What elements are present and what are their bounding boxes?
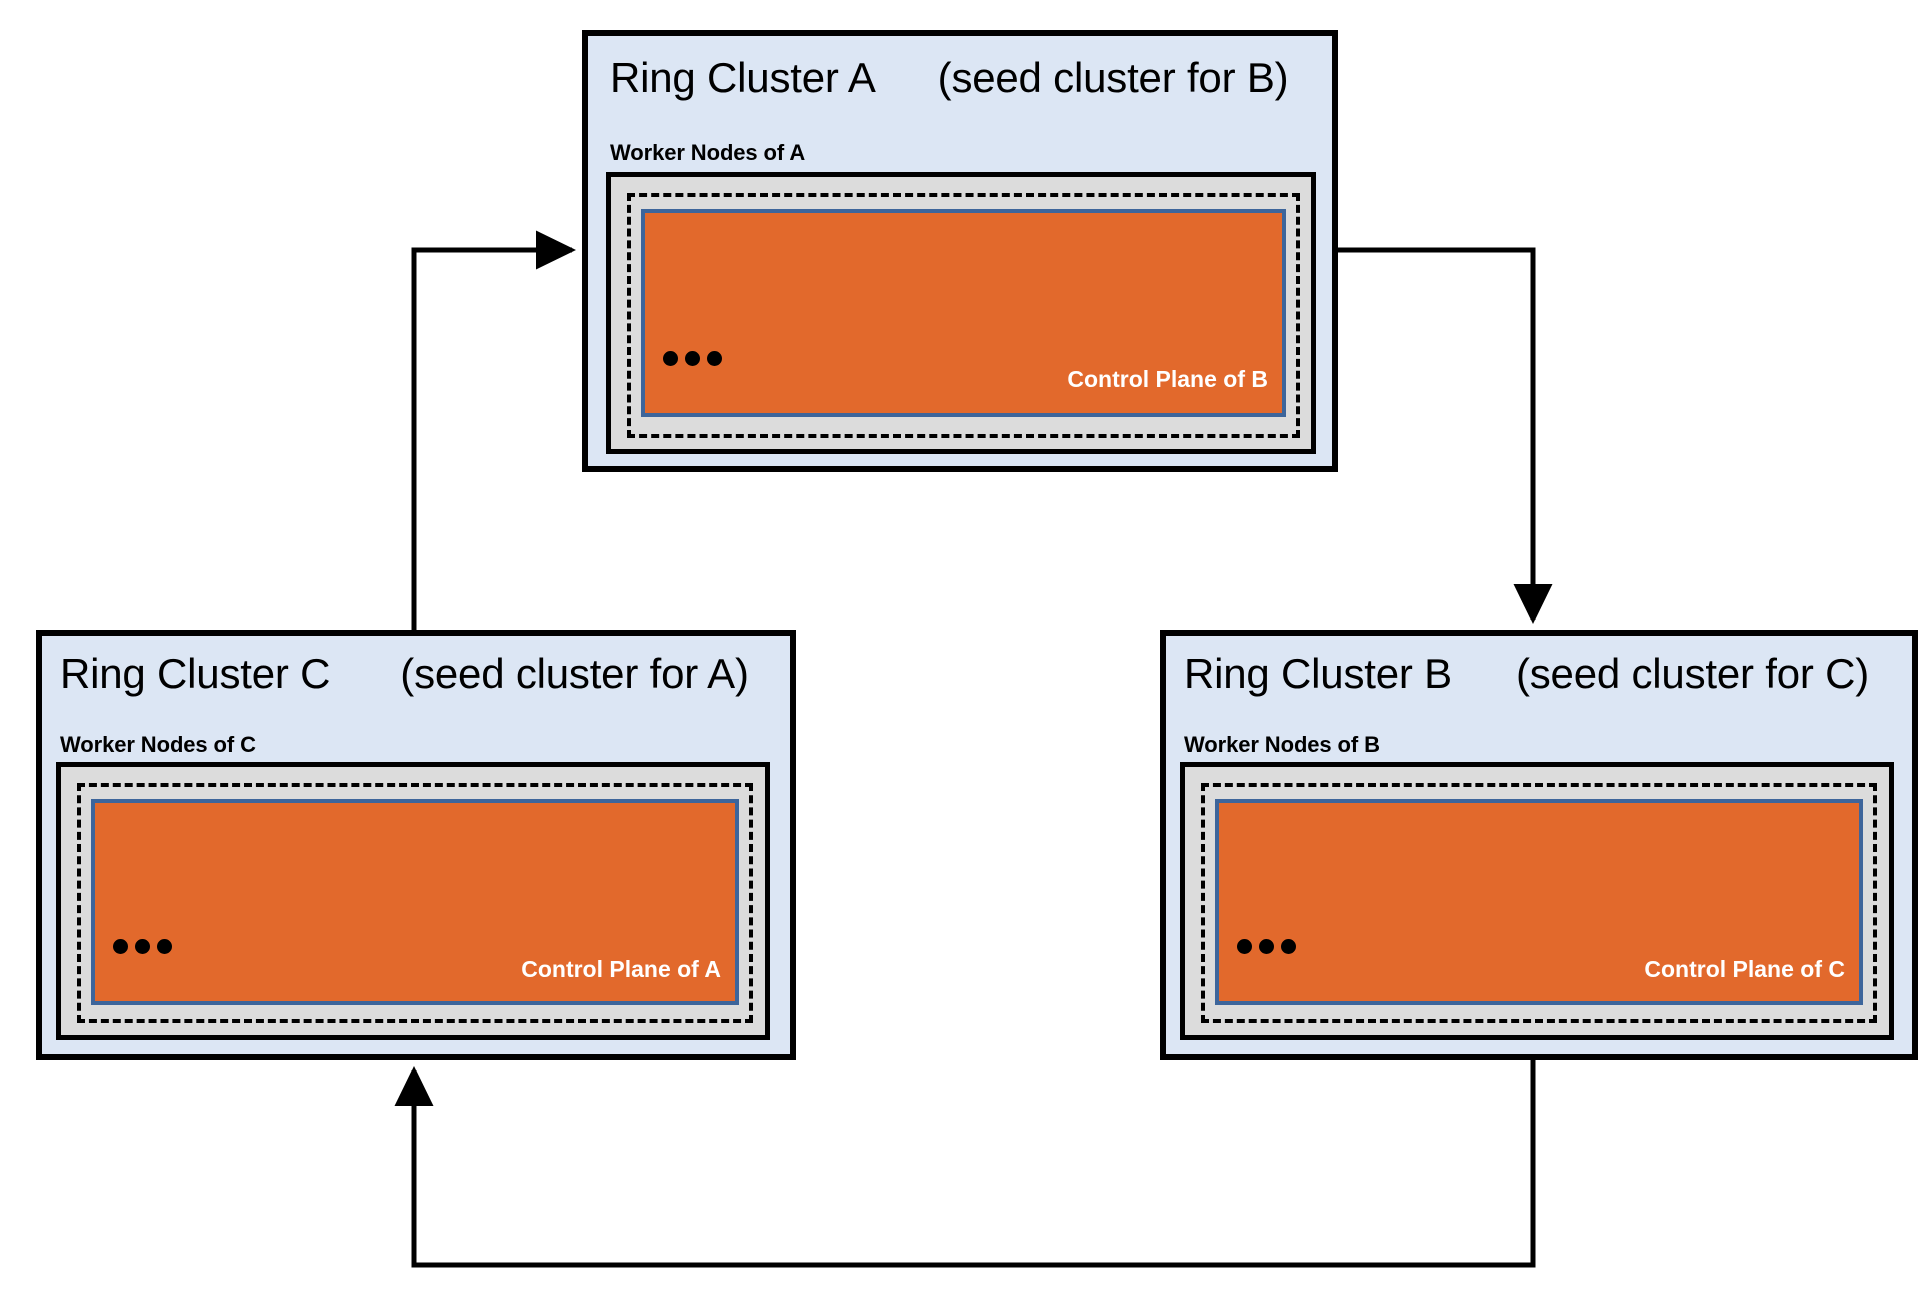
cluster-a-header: Ring Cluster A (seed cluster for B) [610, 54, 1289, 102]
cluster-b-control-plane-label: Control Plane of C [1644, 956, 1845, 982]
cluster-c-namespace-boundary [77, 783, 753, 1023]
cluster-b-seed-note: (seed cluster for C) [1515, 650, 1870, 697]
cluster-c-worker-nodes-box: Control Plane of A [56, 762, 770, 1040]
cluster-b-header: Ring Cluster B (seed cluster for C) [1184, 650, 1869, 698]
cluster-c-control-plane-of-a[interactable]: Control Plane of A [91, 799, 739, 1005]
cluster-a-ellipsis-dots [663, 351, 722, 366]
dot-1 [663, 351, 678, 366]
dot-2 [1259, 939, 1274, 954]
cluster-c-title: Ring Cluster C [60, 650, 331, 697]
arrow-cluster-a-to-cluster-b [1338, 247, 1553, 625]
dot-3 [1281, 939, 1296, 954]
cluster-b-worker-nodes-label: Worker Nodes of B [1184, 732, 1380, 757]
ring-cluster-a[interactable]: Ring Cluster A (seed cluster for B) Work… [582, 30, 1338, 472]
cluster-b-title: Ring Cluster B [1184, 650, 1452, 697]
dot-2 [685, 351, 700, 366]
dot-1 [1237, 939, 1252, 954]
cluster-a-worker-nodes-label: Worker Nodes of A [610, 140, 806, 165]
dot-3 [157, 939, 172, 954]
cluster-c-control-plane-label: Control Plane of A [521, 956, 721, 982]
cluster-a-seed-note: (seed cluster for B) [937, 54, 1289, 101]
cluster-b-ellipsis-dots [1237, 939, 1296, 954]
arrow-cluster-c-to-cluster-a [411, 230, 577, 630]
dot-2 [135, 939, 150, 954]
cluster-b-control-plane-of-c[interactable]: Control Plane of C [1215, 799, 1863, 1005]
cluster-c-seed-note: (seed cluster for A) [400, 650, 749, 697]
cluster-c-ellipsis-dots [113, 939, 172, 954]
cluster-a-namespace-boundary [627, 193, 1300, 438]
cluster-a-control-plane-of-b[interactable]: Control Plane of B [641, 209, 1286, 417]
dot-1 [113, 939, 128, 954]
arrow-cluster-b-to-cluster-c [394, 1060, 1536, 1268]
cluster-c-worker-nodes-label: Worker Nodes of C [60, 732, 256, 757]
cluster-a-control-plane-label: Control Plane of B [1067, 366, 1268, 392]
cluster-a-title: Ring Cluster A [610, 54, 876, 101]
ring-cluster-c[interactable]: Ring Cluster C (seed cluster for A) Work… [36, 630, 796, 1060]
cluster-a-worker-nodes-box: Control Plane of B [606, 172, 1316, 454]
cluster-b-namespace-boundary [1201, 783, 1877, 1023]
dot-3 [707, 351, 722, 366]
cluster-c-header: Ring Cluster C (seed cluster for A) [60, 650, 749, 698]
cluster-b-worker-nodes-box: Control Plane of C [1180, 762, 1894, 1040]
ring-cluster-b[interactable]: Ring Cluster B (seed cluster for C) Work… [1160, 630, 1918, 1060]
